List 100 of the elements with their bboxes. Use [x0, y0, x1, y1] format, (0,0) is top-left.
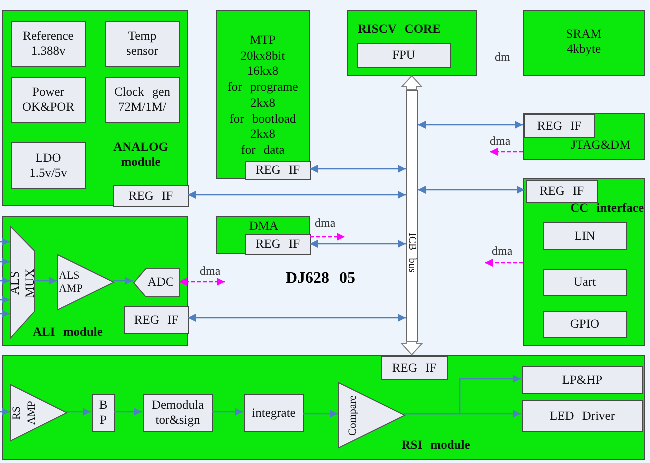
chip-name: DJ628 05 — [286, 272, 356, 286]
block-box — [522, 366, 643, 394]
arrow — [404, 410, 521, 418]
block-box — [381, 356, 448, 380]
module-label: RISCV CORE — [358, 22, 442, 37]
arrow — [34, 277, 57, 285]
arrow — [114, 408, 142, 416]
block-box — [113, 185, 189, 207]
arrow — [66, 408, 91, 416]
arrow — [0, 310, 10, 318]
block-label: FPU — [392, 48, 416, 63]
block-box — [543, 222, 627, 250]
module-block — [2, 10, 188, 206]
block-label: Compare — [346, 394, 360, 438]
block-box — [124, 306, 189, 334]
block-label: REG IF — [128, 188, 174, 204]
block-label: for bootload — [230, 112, 296, 128]
block-box — [522, 400, 643, 432]
block-label: for data — [241, 142, 285, 159]
block-box — [357, 43, 451, 68]
arrow — [179, 278, 225, 286]
block-box — [526, 180, 598, 203]
block-label: DMA — [248, 219, 280, 234]
block-box — [143, 394, 213, 432]
arrow — [418, 186, 525, 194]
edge-label: dma — [200, 264, 221, 278]
block-label: Reference 1.388v — [22, 29, 75, 59]
arrow — [418, 121, 523, 129]
block-label: LDO 1.5v/5v — [28, 150, 68, 180]
multiplexer-shape — [11, 227, 35, 338]
arrow — [310, 165, 406, 173]
module-block — [216, 10, 310, 179]
block-label: Uart — [574, 275, 596, 290]
block-label: REG IF — [537, 118, 582, 134]
module-block — [2, 216, 188, 346]
module-label: ANALOG module — [112, 140, 170, 170]
arrow — [0, 408, 10, 416]
block-label: Power OK&POR — [21, 85, 76, 115]
adc-block — [134, 269, 180, 297]
arrow — [303, 410, 338, 418]
block-label: integrate — [252, 406, 296, 420]
block-box — [105, 77, 180, 123]
bus-arrow — [400, 342, 424, 356]
arrow — [0, 296, 10, 304]
block-label: REG IF — [134, 312, 179, 328]
arrow — [0, 277, 10, 285]
arrow — [310, 240, 406, 248]
block-label: ICB bus — [406, 233, 418, 273]
module-label: RSI module — [400, 438, 472, 453]
block-box — [105, 21, 180, 67]
edge-label: dma — [492, 244, 513, 258]
block-box — [244, 394, 304, 432]
arrow — [310, 233, 345, 241]
block-label: Temp sensor — [126, 29, 160, 59]
amplifier-triangle — [58, 255, 114, 310]
block-box — [11, 21, 86, 67]
arrow — [113, 277, 133, 285]
block-label: 2kx8 — [250, 127, 276, 143]
block-label: GPIO — [570, 317, 600, 332]
amplifier-triangle — [11, 385, 67, 441]
module-block — [523, 113, 645, 160]
block-label: LP&HP — [562, 372, 603, 388]
block-label: Clock gen 72M/1M/ — [113, 85, 172, 115]
module-label: CC interface — [570, 201, 644, 216]
edge-label: dma — [315, 216, 336, 230]
note-text: dm — [495, 50, 510, 64]
block-label: REG IF — [392, 360, 437, 376]
block-label: 20kx8bit — [240, 48, 286, 64]
module-block — [2, 355, 645, 460]
block-label: B P — [98, 398, 108, 428]
module-block — [347, 10, 477, 76]
block-label: for programe — [228, 80, 298, 96]
block-box — [11, 142, 86, 189]
block-label: 16kx8 — [247, 64, 279, 80]
block-label: SRAM 4kbyte — [565, 27, 603, 57]
arrow — [0, 238, 10, 246]
arrow — [188, 314, 406, 322]
block-box — [92, 394, 115, 432]
block-label: ADC — [146, 275, 176, 290]
block-label: 2kx8 — [250, 96, 276, 112]
block-box — [524, 114, 595, 138]
block-label: ALS AMP — [59, 270, 84, 296]
block-label: JTAG&DM — [570, 138, 632, 153]
block-label: RS AMP — [10, 400, 39, 427]
block-label: ALS MUX — [8, 266, 38, 300]
bus-bar — [406, 90, 418, 342]
module-block — [523, 178, 645, 346]
block-label: REG IF — [256, 163, 300, 178]
block-label: LED Driver — [550, 408, 616, 424]
block-label: REG IF — [256, 237, 300, 252]
block-label: REG IF — [540, 184, 584, 199]
module-block — [523, 10, 645, 76]
arrow — [490, 148, 523, 156]
block-box — [245, 161, 311, 180]
bus-arrow — [400, 75, 424, 90]
module-label: ALI module — [32, 325, 104, 340]
arrow — [0, 258, 10, 266]
block-label: Demodula tor&sign — [150, 398, 206, 428]
arrow — [212, 408, 243, 416]
block-box — [245, 234, 311, 255]
